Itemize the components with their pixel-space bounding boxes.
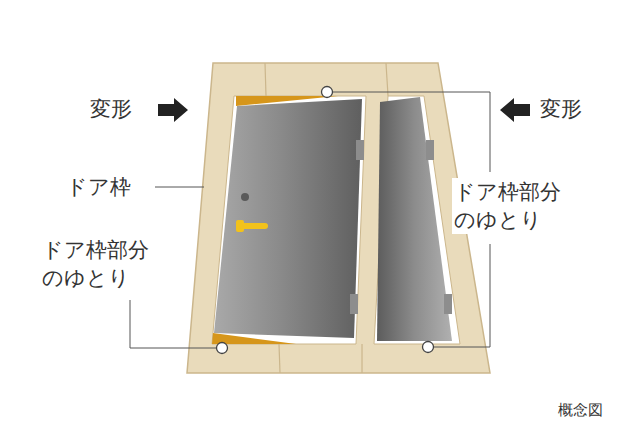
- force-label: 変形: [538, 95, 602, 123]
- clearance-label: ドア枠部分 のゆとり: [452, 178, 578, 234]
- keyhole: [241, 193, 249, 201]
- hinge: [356, 140, 364, 160]
- note-label: 概念図: [556, 400, 630, 420]
- force-arrow: [500, 98, 530, 122]
- clearance-label: ドア枠部分 のゆとり: [40, 236, 166, 292]
- hinge: [426, 140, 434, 160]
- part-label: ドア枠: [64, 173, 154, 201]
- hinge: [444, 294, 452, 314]
- force-label: 変形: [88, 95, 152, 123]
- marker-circle: [322, 87, 333, 98]
- leader-line: [433, 244, 490, 347]
- leader-line: [155, 187, 204, 188]
- door-leaf: [377, 97, 452, 341]
- leader-line: [332, 92, 490, 172]
- marker-circle: [217, 343, 228, 354]
- door-frame: [187, 63, 490, 373]
- door-leaf: [214, 99, 362, 338]
- hinge: [350, 294, 358, 314]
- leader-line: [130, 300, 217, 348]
- force-arrow: [158, 98, 188, 122]
- marker-circle: [423, 342, 434, 353]
